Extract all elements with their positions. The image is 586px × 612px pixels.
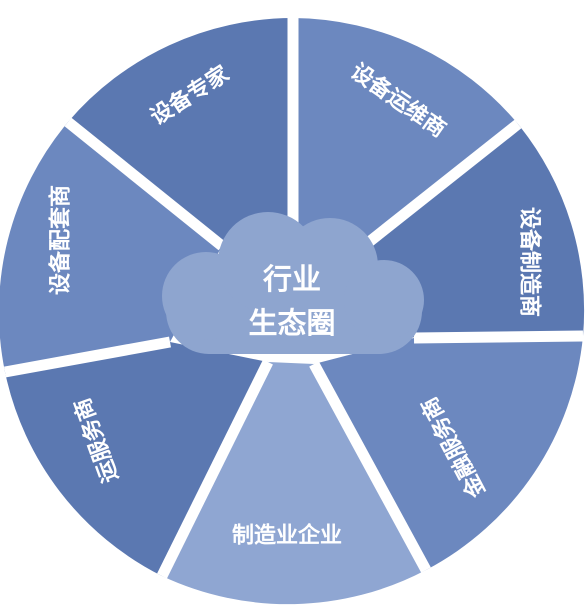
separator-line [157,359,273,579]
segment-equipment-experts [68,18,293,246]
segment-financial-services [314,336,583,570]
separator-line [64,117,226,251]
segment-ring [0,18,585,605]
cloud-shape [162,212,424,354]
segment-separators [4,18,584,579]
label-manufacturing-enterprises: 制造业企业 [232,523,342,549]
center-title-line1: 行业 [262,262,321,296]
segment-manufacturing-enterprises [162,362,426,605]
segment-equipment-operators [293,18,518,246]
separator-line [4,336,171,378]
segment-cloud-services [5,342,268,576]
cloud-center: 行业 生态圈 [162,212,424,354]
label-equipment-manufacturers: 设备制造商 [517,207,543,317]
separator-line [360,119,522,251]
separator-line [309,361,431,573]
separator-line [413,330,584,344]
label-supporting-suppliers: 设备配套商 [48,185,74,295]
center-title-line2: 生态圈 [248,306,335,340]
